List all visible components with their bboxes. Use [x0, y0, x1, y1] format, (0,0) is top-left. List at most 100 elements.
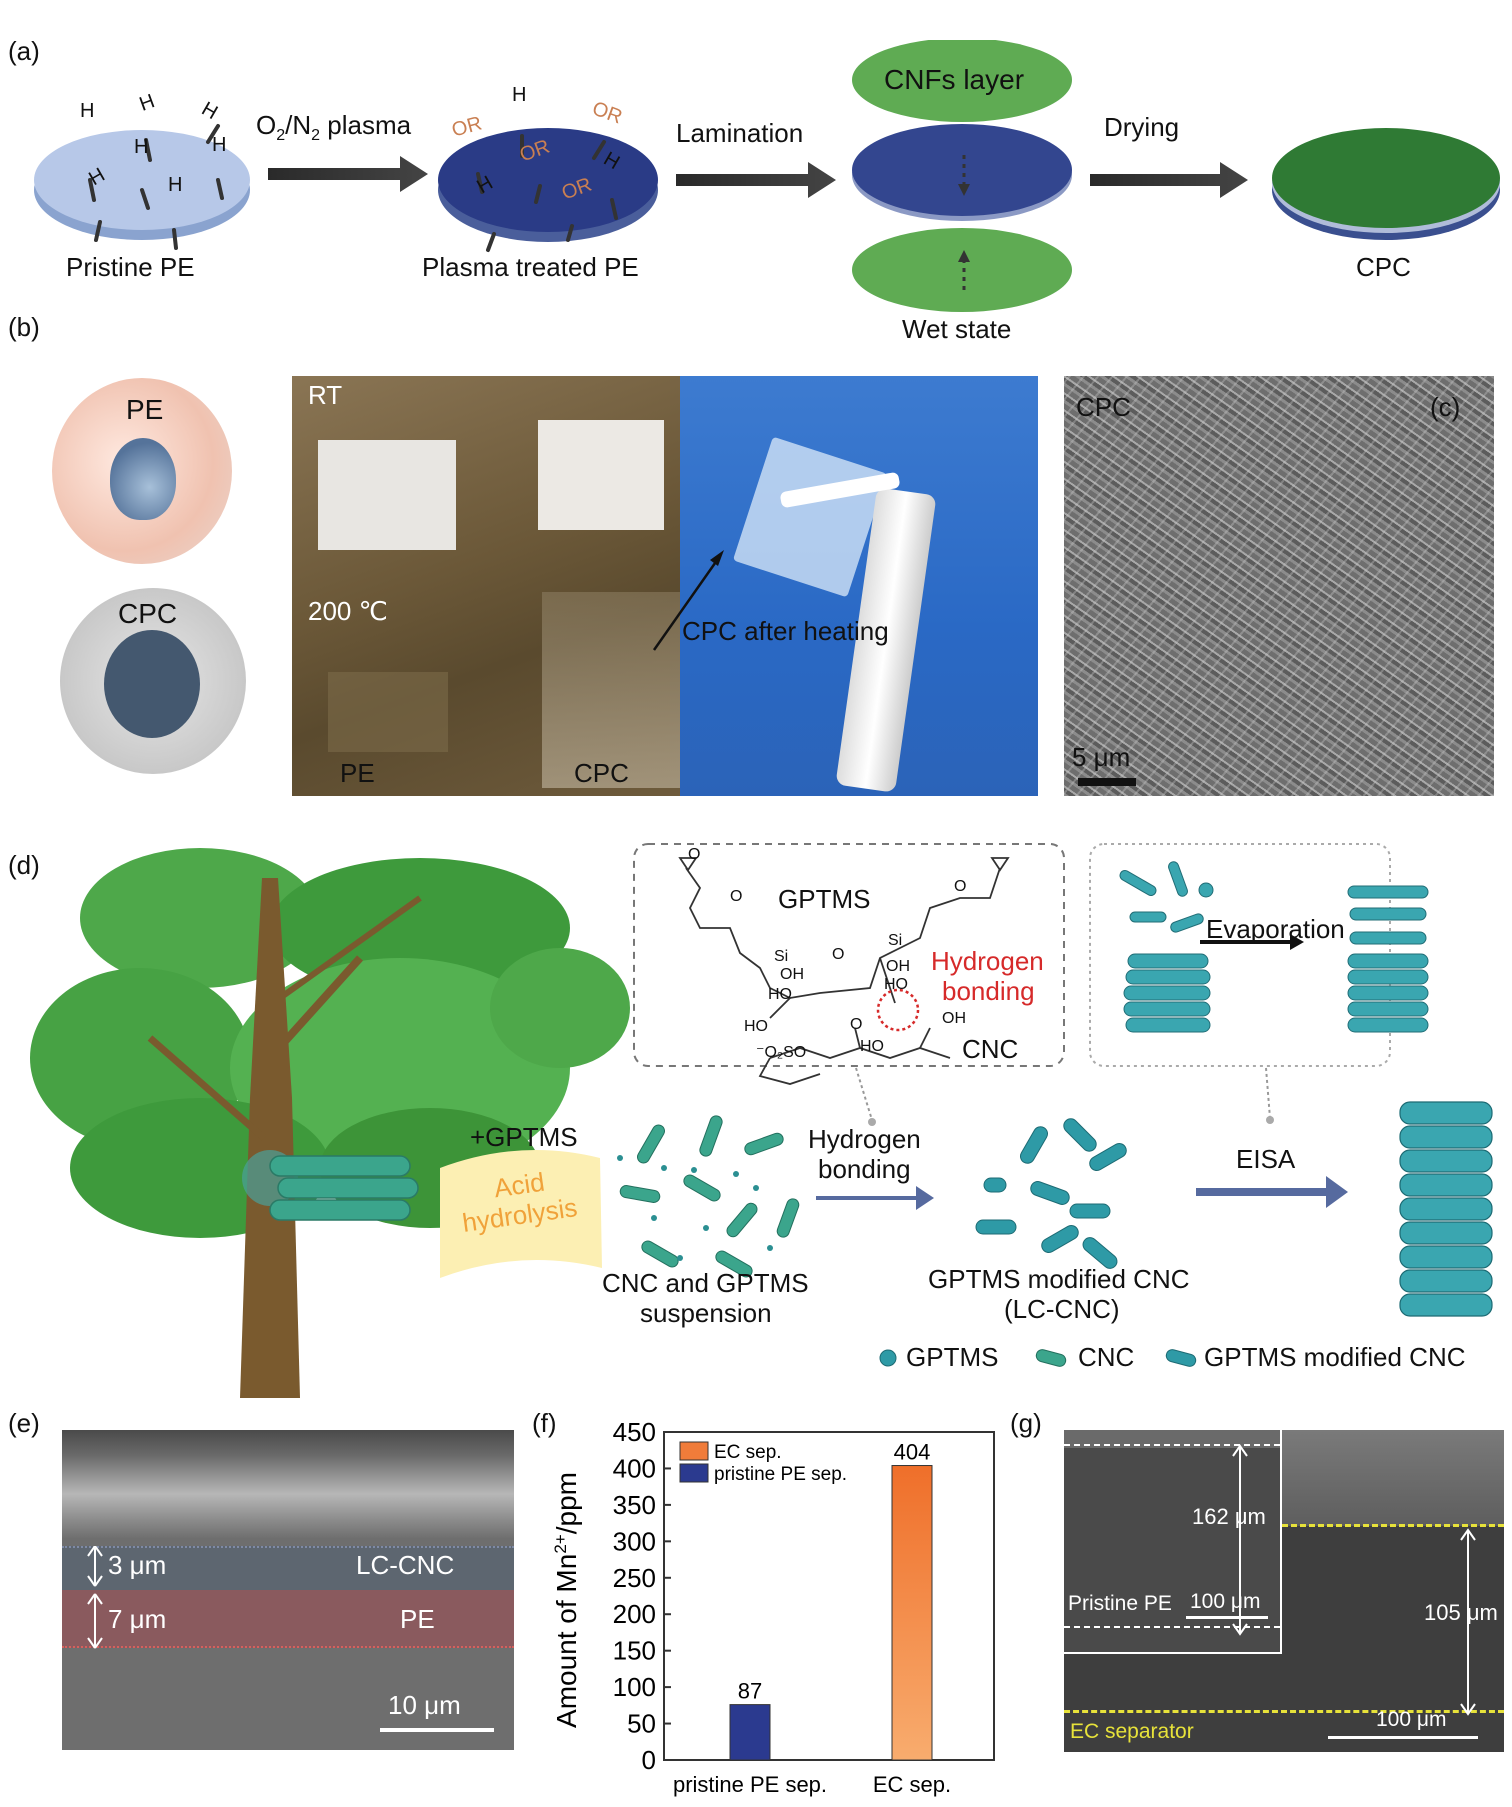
rt-label: RT — [308, 380, 343, 410]
h-atom-7: H — [168, 174, 183, 196]
cpc-contact-angle-photo — [60, 588, 246, 774]
chem-oh-1: OH — [780, 966, 804, 983]
drying-label: Drying — [1104, 112, 1180, 142]
gptms-dots — [617, 1155, 773, 1261]
h-atom-1: H — [80, 100, 95, 122]
legend-gptms-label: GPTMS — [906, 1342, 999, 1372]
y-tick-label: 250 — [613, 1563, 656, 1593]
cpc-bottom-label: CPC — [574, 758, 629, 788]
y-tick-label: 150 — [613, 1636, 656, 1666]
y-tick-label: 200 — [613, 1599, 656, 1629]
separator-thickness-sem — [1064, 1430, 1504, 1752]
hbond-label-1: Hydrogen — [808, 1124, 921, 1154]
tree-trunk — [240, 878, 300, 1398]
panel-label-e: (e) — [8, 1408, 40, 1438]
h-atom-4: H — [134, 136, 149, 158]
cnf-layer-label: CNFs layer — [884, 64, 1025, 95]
pe-thickness-label: 162 μm — [1192, 1504, 1266, 1529]
bar-data-label: 404 — [894, 1440, 931, 1465]
panel-label-b: (b) — [8, 312, 40, 342]
main-scale-bar — [1328, 1736, 1478, 1739]
cnf-bundle — [269, 1155, 419, 1221]
y-tick-label: 450 — [613, 1420, 656, 1447]
eisa-arrow — [1196, 1176, 1348, 1208]
acid-hydrolysis-card — [440, 1150, 602, 1278]
modified-label-1: GPTMS modified CNC — [928, 1264, 1190, 1294]
evaporation-stack-left — [1123, 953, 1211, 1033]
hbond-label-2: bonding — [818, 1154, 911, 1184]
y-axis-label: Amount of Mn2+/ppm — [551, 1472, 582, 1728]
cnc-suspension — [619, 1115, 800, 1278]
panel-label-a: (a) — [8, 36, 40, 66]
legend-cnc-marker — [1035, 1349, 1067, 1367]
y-tick-label: 100 — [613, 1672, 656, 1702]
cnf-layer-top — [852, 40, 1072, 122]
hbond-arrow — [816, 1186, 934, 1210]
wet-state-label: Wet state — [902, 314, 1012, 344]
y-tick-label: 50 — [627, 1709, 656, 1739]
main-scale-label: 100 μm — [1376, 1708, 1447, 1731]
panel-label-c: (c) — [1430, 392, 1461, 422]
panel-label-g: (g) — [1010, 1408, 1042, 1438]
sem-cpc-label: CPC — [1076, 392, 1131, 422]
pristine-pe-label: Pristine PE — [66, 252, 195, 282]
bar-ec-sep — [891, 1465, 933, 1761]
sem-scale-bar — [1078, 778, 1136, 786]
legend-modified-marker — [1165, 1349, 1197, 1367]
legend-ec-swatch — [679, 1441, 709, 1461]
y-tick-label: 350 — [613, 1490, 656, 1520]
chem-o-4: O — [954, 878, 967, 895]
chiral-nematic-stack — [1399, 1101, 1493, 1317]
ec-thickness-label: 105 μm — [1424, 1600, 1498, 1625]
y-tick-label: 400 — [613, 1453, 656, 1483]
lamination-label: Lamination — [676, 118, 804, 148]
chem-o-1: O — [688, 846, 701, 863]
suspension-label-1: CNC and GPTMS — [602, 1268, 809, 1298]
evaporation-arrow — [1200, 934, 1304, 950]
legend-pe-swatch — [679, 1463, 709, 1483]
x-tick-pristine: pristine PE sep. — [673, 1772, 827, 1797]
pe-contact-angle-photo — [52, 378, 232, 564]
ec-separator-label: EC separator — [1070, 1720, 1194, 1743]
y-tick-label: 0 — [642, 1745, 656, 1775]
chem-o-2: O — [730, 888, 743, 905]
panel-label-d: (d) — [8, 850, 40, 880]
sem-scale-label: 5 μm — [1072, 742, 1131, 772]
cpc-label: CPC — [1356, 252, 1411, 282]
chem-o-5: O — [850, 1016, 863, 1033]
cnc-chem-label: CNC — [962, 1034, 1019, 1064]
chem-o-3: O — [832, 946, 845, 963]
plasma-treated-pe-label: Plasma treated PE — [422, 252, 639, 282]
modified-label-2: (LC-CNC) — [1004, 1294, 1120, 1324]
drying-arrow — [1090, 162, 1248, 198]
evaporation-label: Evaporation — [1206, 914, 1345, 944]
bar-pristine-pe — [729, 1704, 771, 1761]
chem-ho-4: HO — [860, 1038, 884, 1055]
ec-separator-surface — [1282, 1430, 1504, 1526]
thickness-lc-cnc: 3 μm — [108, 1550, 167, 1580]
pe-bottom-label: PE — [340, 758, 375, 788]
gptms-structure — [678, 857, 1010, 1085]
panel-a-schematic — [34, 40, 1500, 312]
bar-data-label: 87 — [738, 1679, 762, 1704]
cross-section-sem-image — [62, 1430, 514, 1750]
pristine-pe-disc — [34, 130, 250, 230]
x-tick-ec: EC sep. — [873, 1772, 951, 1797]
chem-so-group: ⁻O₂SO — [756, 1044, 807, 1061]
gptms-add-label: +GPTMS — [470, 1122, 578, 1152]
h-bonds — [88, 124, 618, 252]
suspension-label-2: suspension — [640, 1298, 772, 1328]
h-atom-5: H — [212, 134, 227, 156]
thickness-arrows-g — [1232, 1444, 1476, 1716]
cpc-after-heating-label: CPC after heating — [682, 616, 889, 646]
lc-cnc-rods — [975, 1118, 1127, 1269]
chem-si-2: Si — [888, 932, 903, 949]
chem-oh-3: OH — [942, 1010, 966, 1027]
legend-ec-label: EC sep. — [714, 1442, 782, 1463]
cpc-photo-label: CPC — [118, 598, 178, 629]
cross-section-scale-bar — [380, 1728, 494, 1732]
chart-plot-frame — [663, 1431, 995, 1761]
scattered-rods — [1119, 861, 1214, 933]
